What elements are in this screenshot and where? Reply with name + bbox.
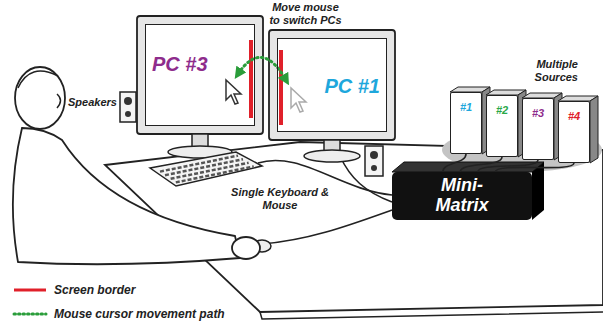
legend-sample-line (14, 289, 46, 292)
annotation-label: Multiple Sources (506, 58, 578, 84)
keyboard (150, 152, 262, 186)
monitor-base (304, 150, 360, 162)
pc-tower: #2 (486, 95, 518, 157)
speaker-cone (371, 165, 377, 171)
monitor-bezel (137, 16, 263, 134)
mini-matrix-box: Mini-Matrix (392, 172, 532, 220)
node-text: #1 (452, 101, 480, 113)
keyboard-keys (160, 156, 254, 183)
speaker (365, 146, 383, 176)
speaker-cone (370, 151, 378, 159)
tower-side (590, 96, 598, 163)
node-text: #2 (488, 104, 516, 116)
screen: PC #1 (277, 38, 387, 132)
annotation-label: Move mouse to switch PCs (267, 1, 344, 27)
person-head (15, 67, 65, 129)
node-text: #4 (560, 110, 588, 122)
node-text: Mini-Matrix (419, 176, 505, 216)
desk-edge (260, 312, 603, 319)
speaker (120, 92, 136, 122)
screen-border-line (249, 40, 253, 118)
node-text: #3 (524, 107, 552, 119)
person-ear (57, 94, 61, 108)
monitor-screen (277, 38, 387, 132)
mouse-cursor (226, 80, 241, 104)
annotation-label: Single Keyboard & Mouse (228, 186, 332, 212)
screen-border-line (279, 50, 283, 125)
person-body (13, 128, 240, 264)
node-text: PC #3 (152, 53, 248, 75)
mouse-cursor-faded (291, 88, 306, 112)
tower-sides (450, 87, 598, 163)
mouse-cable (262, 210, 392, 244)
legend-text: Screen border (54, 283, 135, 297)
person-hair (18, 71, 58, 88)
node-text: PC #1 (284, 75, 380, 97)
cursor-path (238, 57, 286, 80)
cable (495, 163, 574, 172)
pc-tower: #1 (450, 92, 482, 154)
legend-sample-dotted (14, 313, 46, 316)
pc-tower: #4 (558, 101, 590, 163)
pc-tower: #3 (522, 98, 554, 160)
speaker-cone (124, 97, 132, 105)
matrix-side-face (532, 162, 544, 220)
speaker-cone (125, 111, 131, 117)
legend-text: Mouse cursor movement path (54, 307, 225, 321)
screen: PC #3 (145, 24, 255, 126)
annotation-label: Speakers (68, 96, 120, 109)
person-hand (232, 237, 260, 259)
monitor-bezel (269, 30, 395, 140)
key-row (176, 166, 254, 182)
cable (478, 160, 538, 172)
